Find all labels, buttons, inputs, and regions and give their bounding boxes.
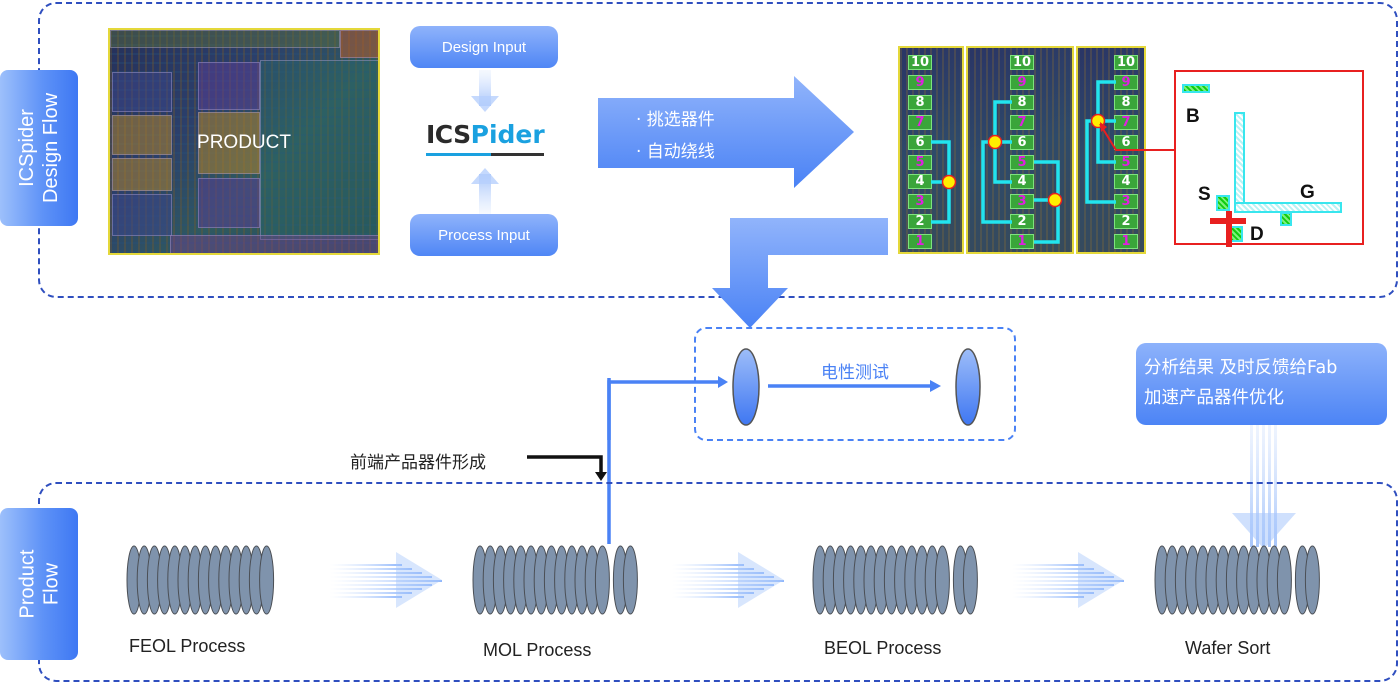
- red-cross-marker-bar: [1210, 218, 1246, 224]
- electrical-test-diagram: [607, 348, 981, 440]
- bulk-contact: [1182, 84, 1210, 93]
- pin-6: 6: [1114, 134, 1138, 150]
- wafer-stack-feol: [126, 545, 275, 615]
- feedback-down-arrow: [1232, 425, 1296, 549]
- process-input-box: Process Input: [410, 214, 558, 256]
- big-right-arrow: [598, 76, 854, 188]
- pin-4: 4: [1010, 174, 1034, 190]
- wafer: [622, 545, 638, 615]
- design-to-test-arrow: [712, 218, 888, 328]
- pin-2: 2: [908, 214, 932, 230]
- mol-to-test-line: [607, 380, 718, 440]
- front-end-note-arrow: [527, 455, 607, 481]
- wafer: [1276, 545, 1292, 615]
- input-arrows: [471, 70, 499, 214]
- source-contact: [1216, 195, 1230, 211]
- icspider-logo: ICSPider: [426, 120, 545, 158]
- wafer: [594, 545, 610, 615]
- product-label: PRODUCT: [197, 132, 291, 153]
- drain-label: D: [1250, 224, 1264, 245]
- pin-8: 8: [1010, 94, 1034, 110]
- pin-9: 9: [1114, 74, 1138, 90]
- arrow-down-icon: [471, 70, 499, 112]
- arrowhead-icon: [718, 376, 728, 388]
- stage-label-beol: BEOL Process: [824, 638, 942, 658]
- flow-arrow-icon: [330, 552, 442, 608]
- gate-contact: [1280, 212, 1292, 226]
- pin-5: 5: [1114, 154, 1138, 170]
- pin-5: 5: [908, 154, 932, 170]
- process-input-label: Process Input: [438, 226, 530, 244]
- wafer: [259, 545, 275, 615]
- pin-1: 1: [908, 234, 932, 250]
- pin-7: 7: [1010, 114, 1034, 130]
- logo-pider-text: Pider: [470, 120, 545, 149]
- design-flow-tab: ICSpider Design Flow: [0, 70, 78, 226]
- arrow-down-icon: [595, 472, 607, 481]
- arrow-bullet-list: · 挑选器件 · 自动绕线: [636, 104, 715, 168]
- arrowhead-icon: [930, 380, 941, 392]
- wafer: [934, 545, 950, 615]
- pin-1: 1: [1114, 234, 1138, 250]
- pin-7: 7: [1114, 114, 1138, 130]
- product-chip-image: PRODUCT: [108, 28, 380, 255]
- mol-riser-line: [607, 378, 611, 544]
- flow-arrow-icon: [1012, 552, 1124, 608]
- bullet-select-devices: · 挑选器件: [636, 110, 715, 130]
- pin-2: 2: [1010, 214, 1034, 230]
- logo-ics-text: ICS: [426, 120, 471, 149]
- wafer-stack-mol: [472, 545, 638, 615]
- pin-7: 7: [908, 114, 932, 130]
- bullet-auto-routing: · 自动绕线: [636, 142, 715, 162]
- test-wafer-in: [732, 348, 760, 426]
- pin-4: 4: [908, 174, 932, 190]
- wafer: [962, 545, 978, 615]
- product-flow-tab: Product Flow: [0, 508, 78, 660]
- logo-underline: [426, 153, 544, 156]
- pin-8: 8: [1114, 94, 1138, 110]
- flow-arrow-icon: [672, 552, 784, 608]
- stage-label-wafer-sort: Wafer Sort: [1185, 638, 1271, 658]
- transistor-detail: B S G D: [1174, 70, 1364, 247]
- pin-6: 6: [1010, 134, 1034, 150]
- pin-2: 2: [1114, 214, 1138, 230]
- stage-label-feol: FEOL Process: [129, 636, 246, 656]
- test-wafer-out: [955, 348, 981, 426]
- pin-9: 9: [908, 74, 932, 90]
- gate-poly-vertical: [1234, 112, 1245, 208]
- pin-5: 5: [1010, 154, 1034, 170]
- wafer-stack-wafer-sort: [1154, 545, 1320, 615]
- wafer-stack-beol: [812, 545, 978, 615]
- feedback-line2: 加速产品器件优化: [1144, 388, 1284, 408]
- pin-8: 8: [908, 94, 932, 110]
- pin-10: 10: [1114, 55, 1138, 70]
- design-flow-tab-line2: Design Flow: [40, 92, 63, 204]
- pin-3: 3: [1010, 194, 1034, 210]
- gate-label: G: [1300, 182, 1315, 203]
- source-label: S: [1198, 184, 1211, 205]
- front-end-note: 前端产品器件形成: [350, 453, 486, 473]
- stage-label-mol: MOL Process: [483, 640, 592, 660]
- pin-3: 3: [1114, 194, 1138, 210]
- arrow-up-icon: [471, 168, 499, 214]
- pin-1: 1: [1010, 234, 1034, 250]
- design-input-label: Design Input: [441, 38, 527, 56]
- bulk-label: B: [1186, 106, 1200, 127]
- electrical-test-label: 电性测试: [821, 363, 889, 383]
- pin-6: 6: [908, 134, 932, 150]
- pin-3: 3: [908, 194, 932, 210]
- red-cross-marker-icon: [1226, 211, 1232, 247]
- feedback-line1: 分析结果 及时反馈给Fab: [1144, 358, 1338, 378]
- feedback-box: 分析结果 及时反馈给Fab 加速产品器件优化: [1136, 343, 1387, 425]
- pin-10: 10: [908, 55, 932, 70]
- pin-10: 10: [1010, 55, 1034, 70]
- design-input-box: Design Input: [410, 26, 558, 68]
- wafer: [1304, 545, 1320, 615]
- electrical-test-region: [694, 327, 1016, 441]
- pin-4: 4: [1114, 174, 1138, 190]
- pin-9: 9: [1010, 74, 1034, 90]
- wafer-stacks: [126, 545, 1320, 615]
- design-flow-tab-line1: ICSpider: [16, 109, 39, 187]
